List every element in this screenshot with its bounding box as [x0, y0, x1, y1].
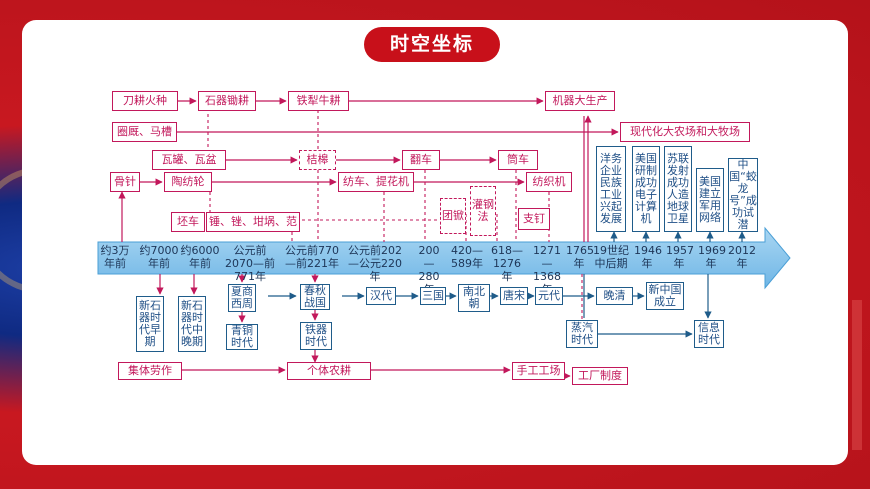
node-bronze-age: 青铜时代	[226, 324, 258, 350]
node-tang-song: 唐宋	[500, 287, 528, 305]
node-spindle-whorl: 陶纺轮	[164, 172, 212, 192]
node-steel-method: 灌钢法	[470, 186, 496, 236]
node-stone-hoe: 石器锄耕	[198, 91, 256, 111]
timeline-label: 公元前2070—前771年	[225, 244, 275, 283]
node-workshop: 手工工场	[512, 362, 565, 380]
node-collective-labor: 集体劳作	[118, 362, 182, 380]
timeline-label: 公元前770—前221年	[285, 244, 339, 270]
page-title: 时空坐标	[364, 27, 500, 62]
timeline-arrow	[97, 226, 791, 290]
node-modern-farm: 现代化大农场和大牧场	[620, 122, 750, 142]
node-water-wheel: 筒车	[498, 150, 538, 170]
node-information-age: 信息时代	[694, 320, 724, 348]
node-machine-production: 机器大生产	[545, 91, 615, 111]
node-iron-age: 铁器时代	[300, 322, 332, 350]
node-spinning-machine: 纺织机	[526, 172, 572, 192]
node-bone-needle: 骨针	[110, 172, 140, 192]
node-pottery-jar: 瓦罐、瓦盆	[152, 150, 226, 170]
timeline-label: 约3万年前	[100, 244, 130, 270]
node-self-strengthening: 洋务企业民族工业兴起发展	[596, 146, 626, 232]
node-steam-age: 蒸汽时代	[566, 320, 598, 348]
node-potter-wheel: 坯车	[171, 212, 205, 232]
timeline-label: 约6000年前	[180, 244, 220, 270]
node-metal-tools: 锤、锉、坩埚、范	[206, 212, 300, 232]
node-southern-northern: 南北朝	[458, 284, 490, 312]
node-us-military-network: 美国建立军用网络	[696, 168, 724, 232]
node-xia-shang-zhou: 夏商西周	[228, 284, 256, 312]
timeline-label: 1969年	[698, 244, 726, 270]
timeline-label: 2012年	[728, 244, 756, 270]
node-new-china: 新中国成立	[646, 282, 684, 310]
node-mid-late-neolithic: 新石器时代中晚期	[178, 296, 206, 352]
node-individual-farming: 个体农耕	[287, 362, 371, 380]
node-three-kingdoms: 三国	[420, 287, 446, 305]
timeline-label: 420—589年	[451, 244, 483, 270]
node-jiaolong: 中国“蛟龙号”成功试潜	[728, 158, 758, 232]
node-square-pallet: 翻车	[402, 150, 440, 170]
timeline-label: 1765年	[566, 244, 594, 270]
node-slash-burn: 刀耕火种	[112, 91, 178, 111]
node-well-sweep: 桔槔	[299, 150, 336, 170]
node-iron-plough: 铁犁牛耕	[288, 91, 349, 111]
timeline-label: 1957年	[666, 244, 694, 270]
timeline-label: 约7000年前	[139, 244, 179, 270]
node-spring-autumn: 春秋战国	[300, 284, 330, 310]
timeline-label: 公元前202—公元220年	[348, 244, 402, 283]
node-ussr-satellite: 苏联发射成功人造地球卫星	[664, 146, 692, 232]
timeline-label: 19世纪中后期	[593, 244, 629, 270]
node-late-qing: 晚清	[596, 287, 633, 305]
node-early-neolithic: 新石器时代早期	[136, 296, 164, 352]
node-loom: 纺车、提花机	[338, 172, 414, 192]
node-factory-system: 工厂制度	[572, 367, 628, 385]
timeline-label: 1946年	[634, 244, 662, 270]
node-yuan: 元代	[535, 287, 563, 305]
timeline-label: 1271—1368年	[533, 244, 561, 296]
node-us-computer: 美国研制成功电子计算机	[632, 146, 660, 232]
node-han: 汉代	[366, 287, 396, 305]
node-tuan-xian: 团锨	[440, 198, 466, 234]
node-support-nail: 支钉	[518, 208, 550, 230]
timeline-label: 618—1276年	[491, 244, 523, 283]
node-stable-trough: 圈厩、马槽	[112, 122, 177, 142]
